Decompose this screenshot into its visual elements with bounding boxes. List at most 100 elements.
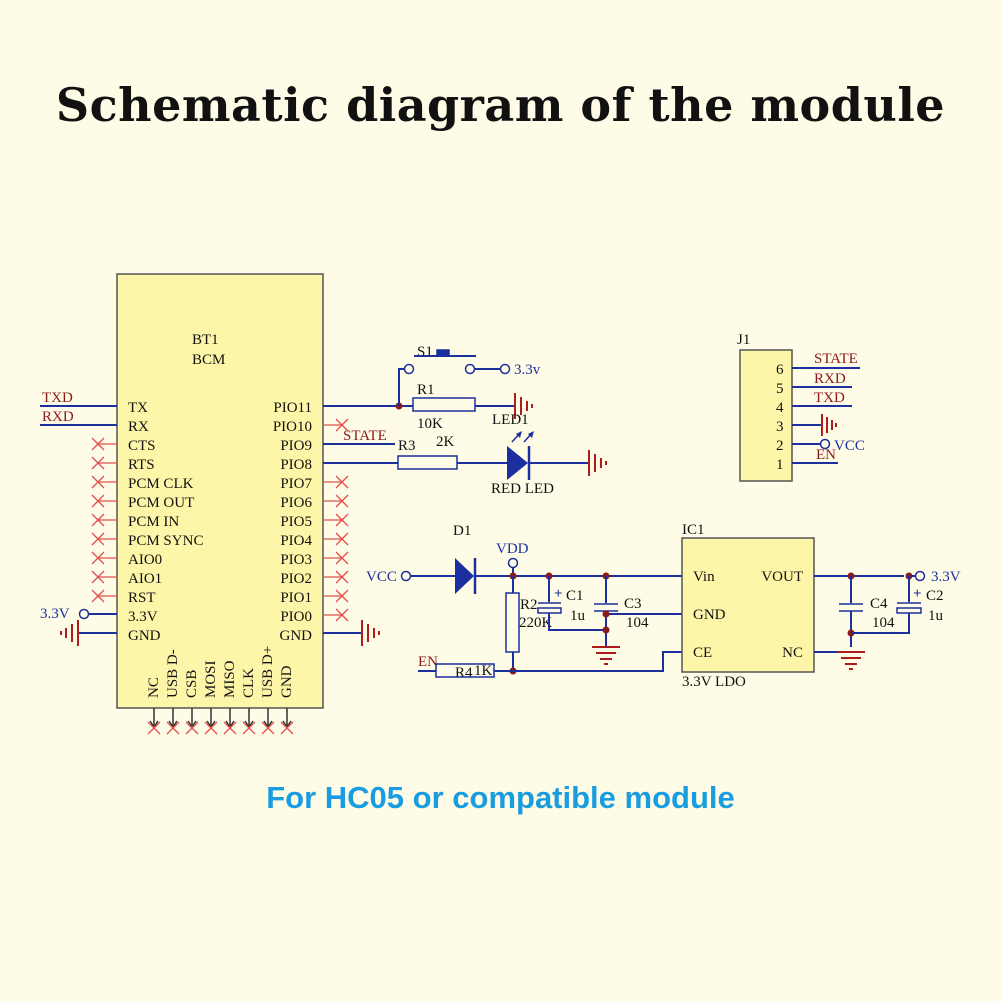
j1-pin-4-num: 4 [776,400,784,416]
c2-plate-bottom [896,607,922,614]
bt1-pin-clk: CLK [241,668,257,698]
bt1-pin-pio3: PIO3 [280,552,312,568]
gnd-junction-ic1 [602,610,610,618]
bt1-pin-pcm-out: PCM OUT [128,495,194,511]
module-compatibility-caption: For HC05 or compatible module [266,780,735,815]
j1-vcc-port [819,438,831,450]
bt1-gnd-right-symbol [361,620,380,646]
c4-value: 104 [872,615,895,631]
en-net-label: EN [418,654,438,670]
ic1-ref: IC1 [682,522,705,538]
c3-ref: C3 [624,596,642,612]
bt1-pin-pcm-sync: PCM SYNC [128,533,203,549]
s1-pushbutton-symbol [403,349,476,375]
bt1-pin-pcm-clk: PCM CLK [128,476,194,492]
j1-pin-6-num: 6 [776,362,784,378]
ic1-value: 3.3V LDO [682,674,746,690]
bt1-pin-pio8: PIO8 [280,457,312,473]
ic1-pin-nc: NC [782,645,803,661]
r2-ref: R2 [520,597,538,613]
r2-value: 220K [519,615,553,631]
rxd-net-label: RXD [42,409,74,425]
led1-diode-symbol [507,431,534,480]
d1-ref: D1 [453,523,471,539]
bt1-pin-rst: RST [128,590,156,606]
bt1-pin-pio11: PIO11 [273,400,312,416]
c1-ref: C1 [566,588,584,604]
bt1-pin-pcm-in: PCM IN [128,514,179,530]
bt1-right-pin-labels: PIO11 PIO10 PIO9 PIO8 PIO7 PIO6 PIO5 PIO… [273,400,313,644]
bt1-pin-miso: MISO [222,660,238,698]
led1-value: RED LED [491,481,554,497]
bt1-pin-aio0: AIO0 [128,552,162,568]
bt1-bottom-pin-labels: NC USB D- CSB MOSI MISO CLK USB D+ GND [146,646,295,698]
bt1-pin-pio10: PIO10 [273,419,312,435]
d1-diode-symbol [455,558,477,594]
bt1-pin-pio9: PIO9 [280,438,312,454]
c4-ref: C4 [870,596,888,612]
bt1-module-body [116,273,324,709]
led-gnd-symbol [588,450,607,476]
bt1-pin-pio4: PIO4 [280,533,312,549]
r3-ref: R3 [398,438,416,454]
bt1-pin-usb-dp: USB D+ [260,646,276,698]
bt1-3v3-net-label: 3.3V [40,606,70,622]
bt1-pin-csb: CSB [184,670,200,698]
bt1-value: BCM [192,352,225,368]
r3-value: 2K [436,434,455,450]
j1-pin-wires [792,367,860,464]
bt1-pin-pio2: PIO2 [280,571,312,587]
c1-plate-bottom [537,607,562,614]
bt1-bottom-no-connect-marks [147,708,294,735]
j1-pin-numbers: 6 5 4 3 2 1 [776,362,784,473]
bt1-pin-3v3: 3.3V [128,609,158,625]
led1-ref: LED1 [492,412,529,428]
bt1-pin-mosi: MOSI [203,660,219,698]
vout-3v3-port [914,570,926,582]
c2-ref: C2 [926,588,944,604]
bt1-pin-rts: RTS [128,457,155,473]
ic1-pin-ce: CE [693,645,712,661]
c3-value: 104 [626,615,649,631]
vcc-input-port [400,570,412,582]
vdd-port [507,557,519,569]
j1-pin-5-num: 5 [776,381,784,397]
bt1-pin-aio1: AIO1 [128,571,162,587]
ce-wire [494,651,682,672]
bt1-pin-pio5: PIO5 [280,514,312,530]
gnd-junction-c3 [602,626,610,634]
j1-gnd-symbol [821,414,837,436]
c2-value: 1u [928,608,944,624]
s1-ref: S1 [417,344,433,360]
bt1-ref: BT1 [192,332,219,348]
s1-3v3-port [499,363,511,375]
bt1-pin-pio0: PIO0 [280,609,312,625]
vout-3v3-net-label: 3.3V [931,569,961,585]
r3-resistor-symbol [397,455,458,470]
j1-state-net-label: STATE [814,351,858,367]
r2-resistor-symbol [505,592,520,653]
j1-en-net-label: EN [816,447,836,463]
r4-value: 1K [474,663,493,679]
r4-ref: R4 [455,665,473,681]
c1-plus-mark: + [554,586,563,602]
bt1-3v3-port [78,608,90,620]
bt1-pin-pio6: PIO6 [280,495,312,511]
j1-txd-net-label: TXD [814,390,845,406]
j1-rxd-net-label: RXD [814,371,846,387]
j1-pin-3-num: 3 [776,419,784,435]
s1-3v3-net-label: 3.3v [514,362,541,378]
j1-vcc-net-label: VCC [834,438,865,454]
bt1-pin-usb-dm: USB D- [165,649,181,698]
bt1-left-pin-labels: TX RX CTS RTS PCM CLK PCM OUT PCM IN PCM… [128,400,203,644]
vdd-net-label: VDD [496,541,529,557]
j1-pin-2-num: 2 [776,438,784,454]
bt1-pin-pio7: PIO7 [280,476,312,492]
r1-ref: R1 [417,382,435,398]
ic1-ldo-body [681,537,815,673]
lower-gnd-symbol-1 [592,646,620,665]
bt1-pin-gnd-left: GND [128,628,161,644]
bt1-pin-nc: NC [146,677,162,698]
bt1-pin-pio1: PIO1 [280,590,312,606]
